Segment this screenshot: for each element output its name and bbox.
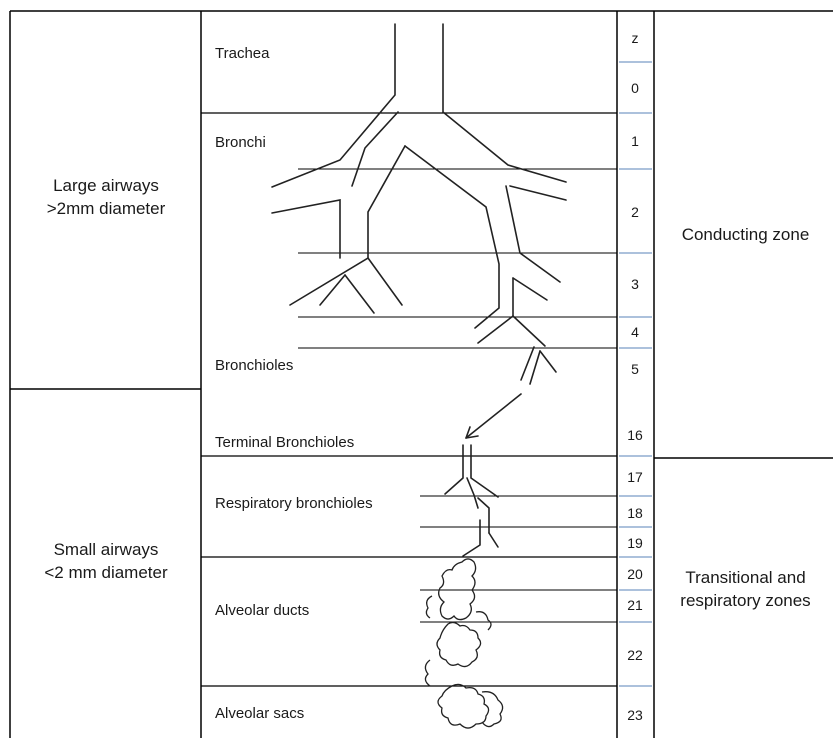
large-airways-label: Large airways >2mm diameter [14, 174, 198, 220]
generation-label: 0 [617, 80, 653, 96]
generation-label: 19 [617, 535, 653, 551]
region-bronchi: Bronchi [215, 134, 266, 151]
generation-label: 22 [617, 647, 653, 663]
region-alveolar-sacs: Alveolar sacs [215, 705, 304, 722]
region-terminal-bronchioles: Terminal Bronchioles [215, 434, 354, 451]
generation-label: 1 [617, 133, 653, 149]
respiratory-zone-label: Transitional and respiratory zones [658, 566, 833, 612]
generation-label: z [617, 30, 653, 46]
generation-label: 20 [617, 566, 653, 582]
conducting-zone-label: Conducting zone [658, 223, 833, 246]
region-alveolar-ducts: Alveolar ducts [215, 602, 309, 619]
generation-label: 2 [617, 204, 653, 220]
region-dividers [201, 113, 617, 686]
small-airways-label: Small airways <2 mm diameter [14, 538, 198, 584]
region-trachea: Trachea [215, 45, 269, 62]
generation-label: 17 [617, 469, 653, 485]
generation-label: 21 [617, 597, 653, 613]
airway-tree [272, 24, 566, 556]
generation-dividers [298, 169, 617, 622]
generation-label: 23 [617, 707, 653, 723]
generation-label: 18 [617, 505, 653, 521]
table-frame [10, 11, 833, 738]
generation-label: 4 [617, 324, 653, 340]
generation-label: 5 [617, 361, 653, 377]
region-respiratory-bronchioles: Respiratory bronchioles [215, 495, 373, 512]
generation-label: 16 [617, 427, 653, 443]
region-bronchioles: Bronchioles [215, 357, 293, 374]
generation-label: 3 [617, 276, 653, 292]
alveolar-clusters [425, 559, 502, 728]
